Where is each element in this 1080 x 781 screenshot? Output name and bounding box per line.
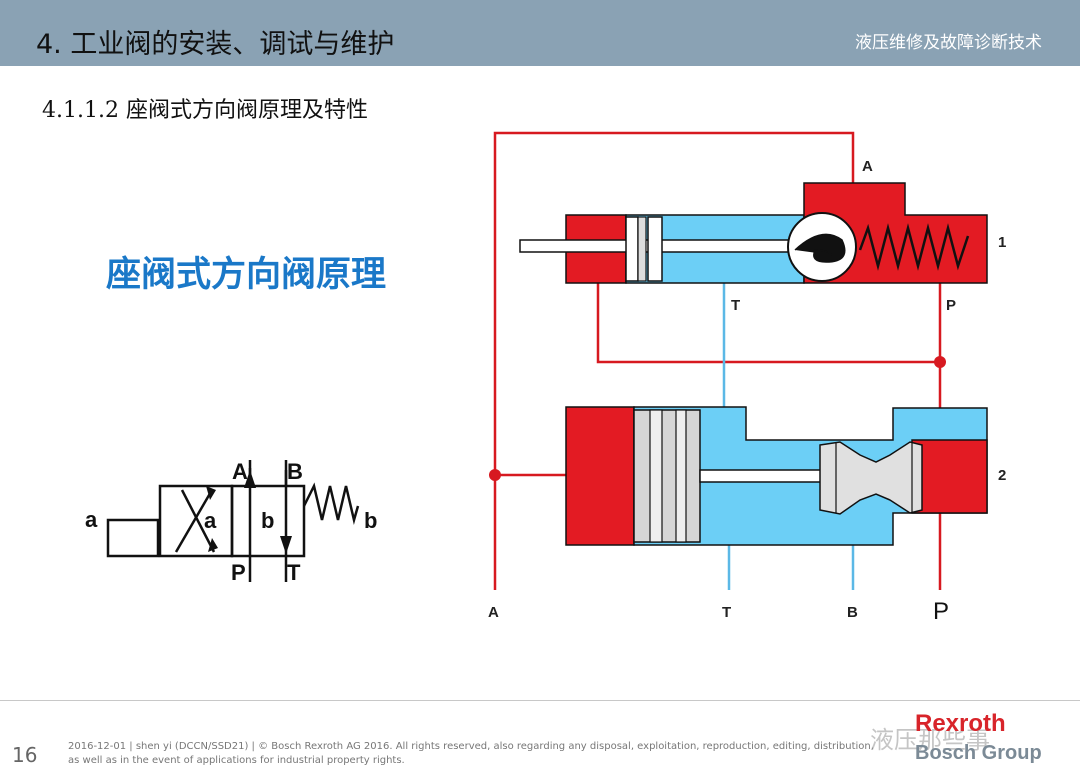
brand-logo: Rexroth (915, 710, 1006, 737)
junction-node (489, 469, 501, 481)
copyright-text: 2016-12-01 | shen yi (DCCN/SSD21) | © Bo… (68, 740, 874, 768)
symbol-port-a: A (232, 459, 248, 484)
blue-lines (722, 283, 855, 590)
symbol-port-p: P (231, 560, 246, 585)
label-port-a-upper: A (862, 158, 873, 175)
symbol-pos-a: a (204, 508, 217, 533)
label-bottom-t: T (722, 604, 731, 621)
position-a-box (158, 484, 234, 558)
copyright-line-1: 2016-12-01 | shen yi (DCCN/SSD21) | © Bo… (68, 741, 874, 752)
symbol-side-a: a (85, 507, 98, 532)
page-title: 4. 工业阀的安装、调试与维护 (36, 29, 395, 60)
course-title: 液压维修及故障诊断技术 (855, 33, 1042, 53)
symbol-port-t: T (287, 560, 301, 585)
pilot-valve-1 (519, 182, 988, 284)
watermark: 液压那些事 (870, 726, 990, 754)
footer-divider (0, 700, 1080, 701)
symbol-side-b: b (364, 508, 377, 533)
symbol-port-b: B (287, 459, 303, 484)
arrow-line-1 (174, 489, 214, 553)
label-bottom-p: P (933, 598, 949, 625)
solenoid-box (106, 518, 160, 558)
page-number: 16 (12, 743, 38, 767)
position-b-box (230, 484, 306, 558)
label-bottom-a: A (488, 604, 499, 621)
group-logo: Bosch Group (915, 742, 1042, 764)
label-bottom-b: B (847, 604, 858, 621)
header-bar (0, 0, 1080, 66)
main-valve-2 (565, 406, 988, 546)
label-port-t-upper: T (731, 297, 740, 314)
copyright-line-2: as well as in the event of applications … (68, 755, 405, 766)
symbol-pos-b: b (261, 508, 274, 533)
junction-node (934, 356, 946, 368)
section-subtitle: 4.1.1.2 座阀式方向阀原理及特性 (42, 98, 368, 123)
spring-symbol (302, 482, 360, 525)
main-heading: 座阀式方向阀原理 (106, 255, 387, 295)
label-valve-1: 1 (998, 234, 1006, 251)
label-valve-2: 2 (998, 467, 1006, 484)
arrow-line-2 (180, 489, 216, 553)
label-port-p-upper: P (946, 297, 956, 314)
